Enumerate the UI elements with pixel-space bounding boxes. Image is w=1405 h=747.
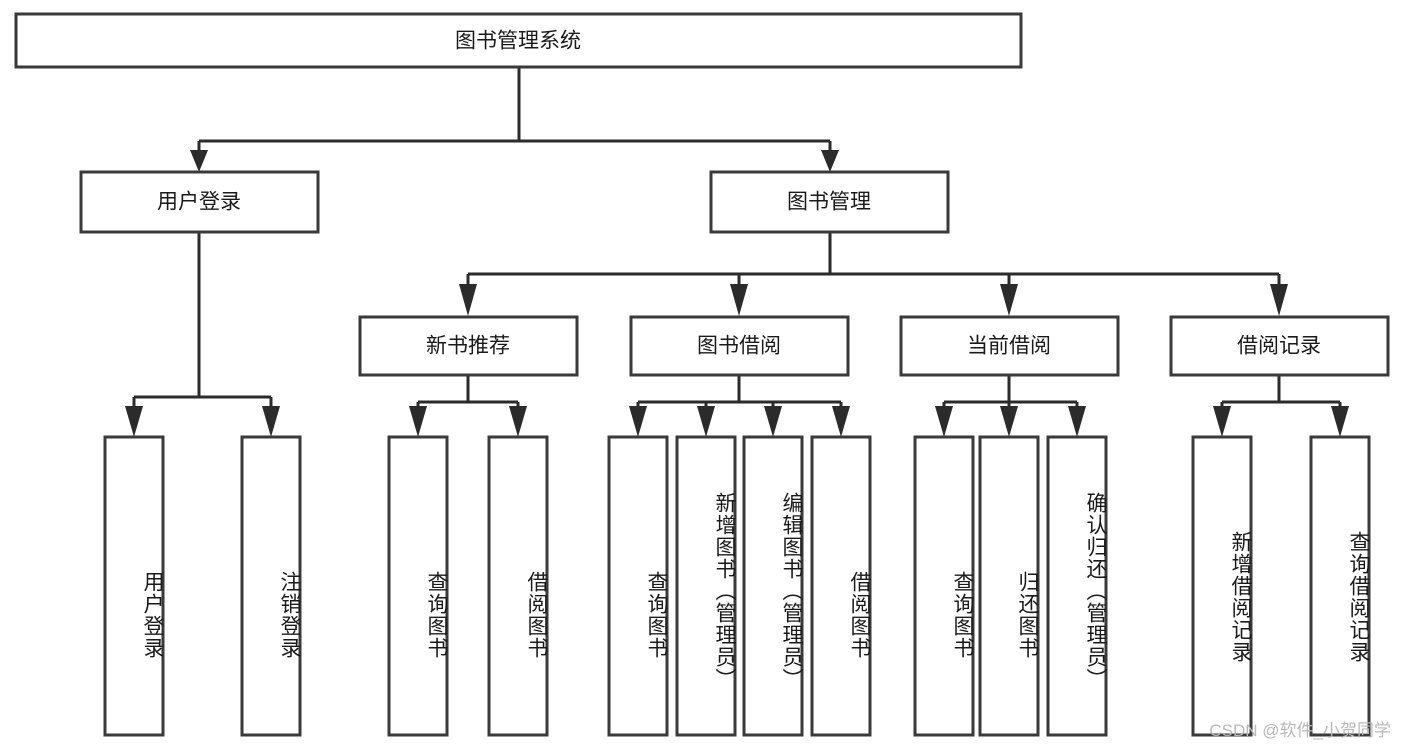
node-box-leaf-query-book-3[interactable] (913, 435, 975, 737)
node-box-leaf-user-logout[interactable] (240, 435, 302, 737)
node-box-leaf-query-book-2[interactable] (607, 435, 669, 737)
node-box-current-borrow[interactable] (899, 315, 1120, 377)
node-box-leaf-query-record[interactable] (1309, 435, 1371, 737)
node-box-new-book-recommend[interactable] (358, 315, 579, 377)
connector-group-book-borrow (629, 376, 850, 437)
arrowhead-leaf-user-logout (262, 406, 280, 437)
node-box-leaf-user-login[interactable] (103, 435, 165, 737)
node-box-leaf-return-book[interactable] (978, 435, 1040, 737)
arrowhead-leaf-borrow-book-2 (832, 406, 850, 437)
arrowhead-book-borrow (730, 284, 748, 316)
connector-group-current-borrow (935, 376, 1086, 437)
node-box-user-login[interactable] (79, 170, 320, 234)
arrowhead-new-book-recommend (459, 284, 477, 316)
connector-group-book-management (459, 233, 1288, 316)
node-label-borrow-record: 借阅记录 (1237, 335, 1321, 358)
connector-group-user-login (125, 232, 280, 437)
arrowhead-leaf-query-book-1 (409, 406, 427, 437)
arrowhead-leaf-borrow-book-1 (509, 406, 527, 437)
arrowhead-leaf-confirm-return (1068, 406, 1086, 437)
node-box-leaf-edit-book[interactable] (742, 435, 804, 737)
node-box-system-title[interactable] (14, 12, 1023, 69)
arrowhead-leaf-return-book (1000, 406, 1018, 437)
arrowhead-book-management (821, 150, 839, 172)
arrowhead-user-login (190, 150, 208, 172)
node-box-leaf-query-book-1[interactable] (387, 435, 449, 737)
node-label-user-login: 用户登录 (157, 191, 241, 214)
node-label-current-borrow: 当前借阅 (967, 335, 1051, 358)
arrowhead-leaf-user-login (125, 406, 143, 437)
node-label-book-management: 图书管理 (787, 191, 871, 214)
node-label-new-book-recommend: 新书推荐 (426, 335, 510, 358)
node-box-leaf-borrow-book-1[interactable] (487, 435, 549, 737)
arrowhead-borrow-record (1270, 284, 1288, 316)
node-box-leaf-add-book[interactable] (675, 435, 737, 737)
node-label-system-title: 图书管理系统 (455, 30, 581, 53)
arrowhead-leaf-edit-book (764, 406, 782, 437)
node-box-leaf-add-record[interactable] (1191, 435, 1253, 737)
arrowhead-leaf-query-record (1331, 406, 1349, 437)
node-box-book-borrow[interactable] (629, 315, 850, 377)
connector-group-borrow-record (1213, 376, 1349, 437)
arrowhead-current-borrow (1000, 284, 1018, 316)
node-box-leaf-borrow-book-2[interactable] (810, 435, 872, 737)
node-box-borrow-record[interactable] (1169, 315, 1390, 377)
node-label-book-borrow: 图书借阅 (697, 335, 781, 358)
connector-group-new-book-recommend (409, 376, 527, 437)
arrowhead-leaf-add-book (697, 406, 715, 437)
arrowhead-leaf-query-book-3 (935, 406, 953, 437)
node-box-leaf-confirm-return[interactable] (1046, 435, 1108, 737)
connector-group-root (190, 67, 839, 172)
arrowhead-leaf-add-record (1213, 406, 1231, 437)
arrowhead-leaf-query-book-2 (629, 406, 647, 437)
node-box-book-management[interactable] (709, 170, 950, 234)
